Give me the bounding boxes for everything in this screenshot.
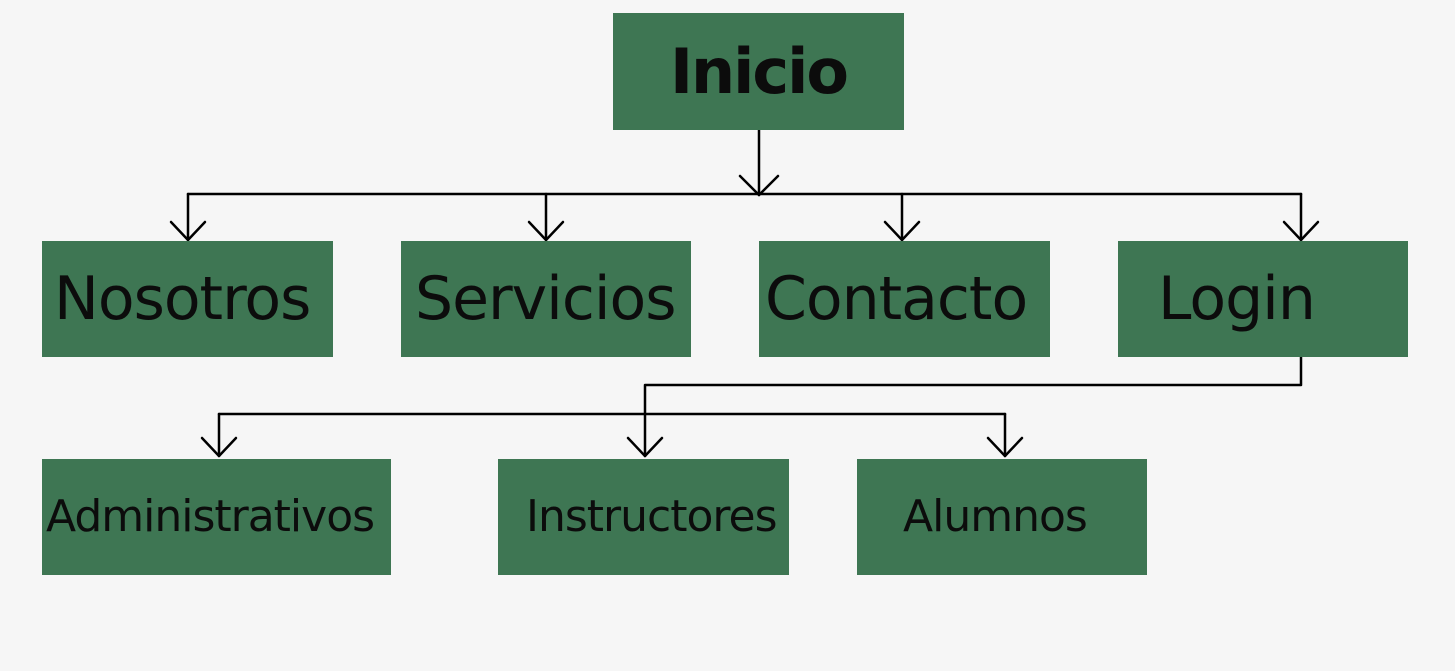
node-contacto: Contacto: [759, 241, 1050, 357]
arrowhead-servicios: [527, 220, 565, 242]
node-login-label: Login: [1158, 264, 1316, 334]
node-servicios-label: Servicios: [415, 264, 676, 334]
node-contacto-label: Contacto: [765, 264, 1028, 334]
arrowhead-contacto: [883, 220, 921, 242]
node-instructores-label: Instructores: [526, 491, 777, 542]
node-administrativos: Administrativos: [42, 459, 391, 575]
node-inicio-label: Inicio: [669, 34, 849, 108]
arrowhead-alumnos: [986, 436, 1024, 458]
arrowhead-login: [1282, 220, 1320, 242]
node-nosotros-label: Nosotros: [54, 264, 311, 334]
node-alumnos-label: Alumnos: [903, 491, 1088, 542]
node-login: Login: [1118, 241, 1408, 357]
node-instructores: Instructores: [498, 459, 789, 575]
node-servicios: Servicios: [401, 241, 691, 357]
edge-login-bus: [643, 355, 1303, 416]
node-alumnos: Alumnos: [857, 459, 1147, 575]
node-nosotros: Nosotros: [42, 241, 333, 357]
arrowhead-instructores: [626, 436, 664, 458]
node-inicio: Inicio: [613, 13, 904, 130]
arrowhead-administrativos: [200, 436, 238, 458]
node-administrativos-label: Administrativos: [46, 491, 375, 542]
arrowhead-nosotros: [169, 220, 207, 242]
